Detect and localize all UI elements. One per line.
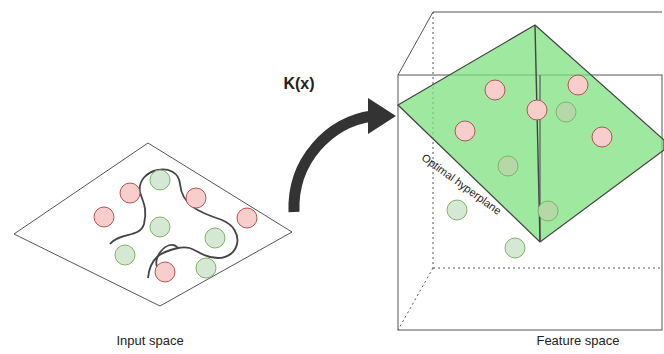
decision-boundary xyxy=(140,170,238,278)
space-caption: Input space xyxy=(116,334,183,348)
space-caption: Feature space xyxy=(536,334,619,348)
kernel-label: K(x) xyxy=(283,75,314,93)
mapping-arrowhead xyxy=(368,98,396,134)
input-plane xyxy=(14,143,292,306)
hyperplane xyxy=(398,25,664,242)
input-points xyxy=(94,170,257,282)
mapping-arrow xyxy=(294,116,372,212)
